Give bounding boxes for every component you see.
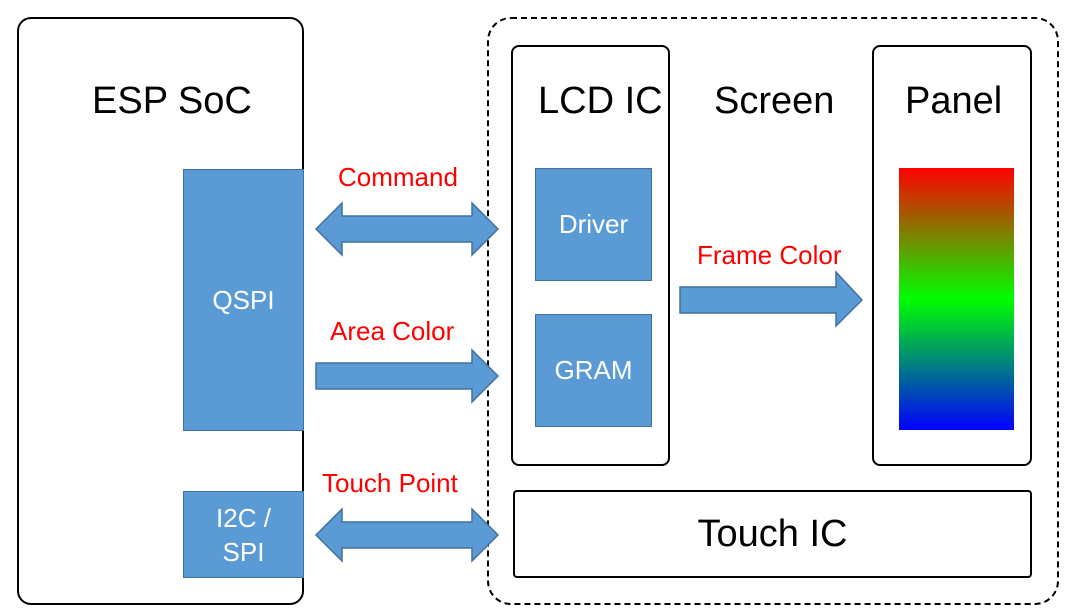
lcd-ic-title: LCD IC: [538, 80, 663, 122]
touch-point-label: Touch Point: [322, 468, 458, 498]
panel-title: Panel: [905, 80, 1003, 122]
area-color-label: Area Color: [330, 316, 455, 346]
esp-soc-title: ESP SoC: [92, 80, 252, 122]
touch-point-arrow: [314, 507, 500, 563]
gram-block: GRAM: [535, 314, 652, 427]
panel-color-gradient: [899, 168, 1014, 430]
touch-ic-block: Touch IC: [513, 490, 1032, 578]
frame-color-arrow: [679, 270, 864, 328]
frame-color-label: Frame Color: [697, 240, 842, 270]
qspi-block: QSPI: [183, 169, 304, 431]
driver-block: Driver: [535, 168, 652, 281]
command-arrow: [314, 201, 500, 257]
screen-title: Screen: [714, 80, 835, 122]
command-label: Command: [338, 162, 458, 192]
i2c-spi-block: I2C / SPI: [183, 491, 304, 578]
screen-group: [487, 17, 1059, 605]
area-color-arrow: [315, 348, 500, 404]
